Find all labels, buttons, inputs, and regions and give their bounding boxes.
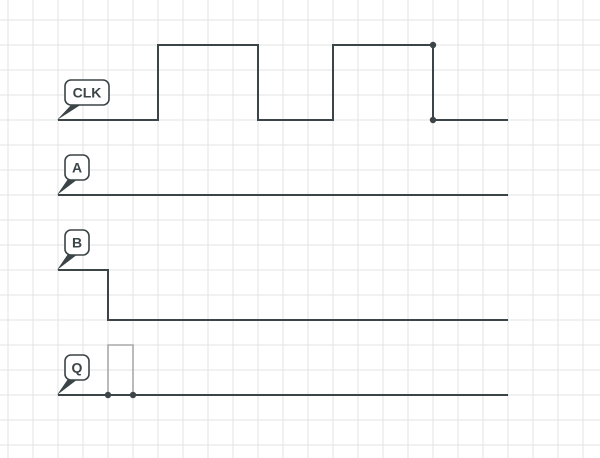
signal-clk: CLK (57, 41, 508, 124)
b-label-text: B (72, 235, 82, 251)
clk-waveform-node (429, 116, 437, 124)
q-waveform-node (129, 391, 137, 399)
b-label-tag[interactable]: B (57, 229, 90, 270)
label-box (64, 354, 90, 381)
clk-waveform-node (429, 41, 437, 49)
label-box (64, 154, 90, 181)
label-pointer-icon (57, 104, 82, 120)
clk-waveform (58, 44, 508, 121)
label-box (64, 79, 110, 106)
clk-label-text: CLK (73, 85, 102, 101)
a-label-tag[interactable]: A (57, 154, 90, 195)
signal-a: A (57, 154, 508, 196)
a-label-text: A (72, 160, 82, 176)
signal-b: B (57, 229, 508, 321)
q-glitch-pulse (107, 344, 134, 395)
label-pointer-icon (57, 379, 78, 395)
label-pointer-icon (57, 179, 78, 195)
q-waveform-node (104, 391, 112, 399)
signal-q: Q (57, 344, 508, 399)
q-label-text: Q (72, 360, 83, 376)
b-waveform (58, 269, 508, 321)
clk-label-tag[interactable]: CLK (57, 79, 110, 120)
label-pointer-icon (57, 254, 78, 270)
q-label-tag[interactable]: Q (57, 354, 90, 395)
label-box (64, 229, 90, 256)
